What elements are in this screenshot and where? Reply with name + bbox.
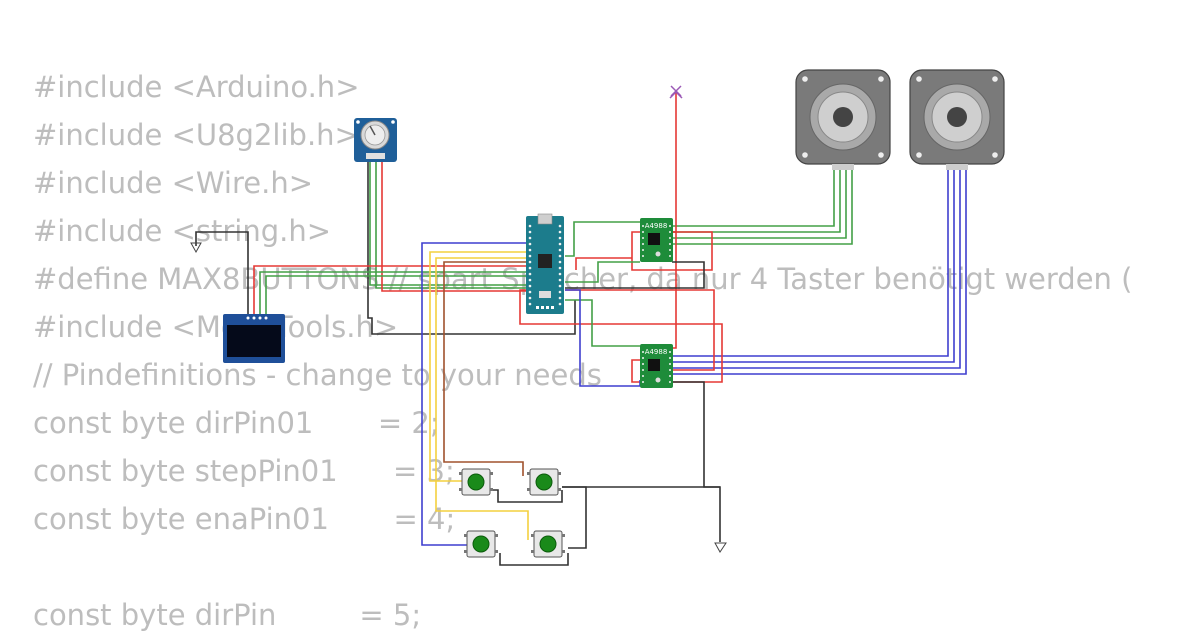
oled-display[interactable]: [223, 314, 285, 363]
driver-2-label: A4988: [645, 348, 668, 356]
stepper-motor-2[interactable]: [909, 69, 1005, 170]
wire-d1-m1-green-4: [672, 168, 853, 245]
stepper-motor-1[interactable]: [795, 69, 891, 170]
wire-d1-m1-green-2: [672, 168, 841, 233]
code-line-9: const byte stepPin01 = 3;: [33, 454, 455, 488]
wire-brown: [443, 261, 530, 476]
wire-nano-d2-green: [565, 299, 640, 347]
push-button-3[interactable]: [464, 530, 498, 558]
wire-oled-green-1: [259, 271, 530, 316]
code-line-2: #include <U8g2lib.h>: [33, 118, 359, 152]
wire-blue-button: [421, 242, 530, 546]
wire-btn-gnd-4: [562, 486, 587, 549]
wire-nano-d2-green-b: [565, 261, 640, 283]
code-line-3: #include <Wire.h>: [33, 166, 314, 200]
wire-d1-red-loop: [631, 231, 713, 271]
vin-terminal[interactable]: [669, 85, 683, 99]
wire-d2-red-2: [565, 289, 715, 371]
driver-1-label: A4988: [645, 222, 668, 230]
code-line-10: const byte enaPin01 = 4;: [33, 502, 456, 536]
wire-d1-red-2: [575, 257, 632, 270]
wire-yellow-2: [435, 257, 530, 540]
arduino-nano[interactable]: [526, 213, 564, 314]
code-line-1: #include <Arduino.h>: [33, 70, 360, 104]
push-button-1[interactable]: [459, 468, 493, 496]
stepper-driver-2[interactable]: A4988: [640, 344, 673, 388]
potentiometer[interactable]: [354, 118, 397, 162]
code-line-12: const byte dirPin = 5;: [33, 598, 422, 632]
wire-nano-d1-green: [565, 221, 640, 257]
wire-d2-m2-blue-3: [672, 168, 961, 369]
wire-btn-gnd-2: [530, 490, 563, 503]
wire-blue-nano-d2: [565, 289, 641, 387]
stepper-driver-1[interactable]: A4988: [640, 218, 673, 262]
wire-btn-gnd-1: [492, 489, 530, 503]
wire-gnd-main: [672, 381, 721, 542]
wire-vin-red: [672, 92, 677, 233]
wire-d2-m2-blue-1: [672, 168, 949, 357]
code-line-8: const byte dirPin01 = 2;: [33, 406, 440, 440]
ground-symbol-oled: [190, 242, 202, 254]
wire-d2-m2-blue-4: [672, 168, 967, 375]
wire-btn-gnd-3: [499, 553, 569, 566]
ground-symbol-main: [714, 542, 727, 553]
wire-yellow-1: [429, 251, 530, 482]
wire-d2-m2-blue-2: [672, 168, 955, 363]
wires: [195, 92, 967, 566]
wire-d1-m1-green-1: [672, 168, 835, 227]
push-button-4[interactable]: [531, 530, 565, 558]
wire-pot-green-2: [375, 160, 530, 289]
wire-oled-black: [195, 231, 249, 316]
code-line-4: #include <string.h>: [33, 214, 332, 248]
push-button-2[interactable]: [527, 468, 561, 496]
code-line-7: // Pindefinitions - change to your needs: [33, 358, 602, 392]
wire-pot-black: [367, 160, 576, 335]
wire-pot-green-1: [369, 160, 530, 286]
wire-d2-red-loop: [519, 289, 723, 383]
wire-oled-green-2: [265, 275, 530, 316]
wire-gnd-driver: [565, 261, 705, 289]
wire-pot-red: [381, 160, 528, 292]
wire-d1-m1-green-3: [672, 168, 847, 239]
